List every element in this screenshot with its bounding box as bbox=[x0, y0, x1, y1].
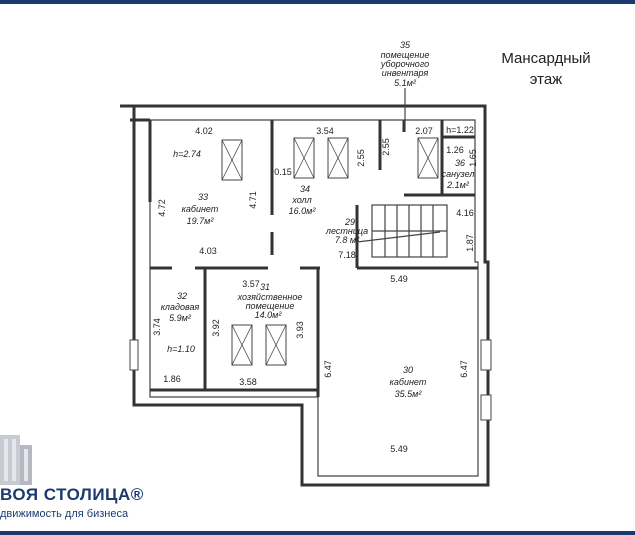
wall-window bbox=[129, 339, 139, 371]
room-31-name-2: помещение bbox=[246, 301, 295, 311]
roof-window bbox=[327, 137, 349, 179]
dim-label: h=1.22 bbox=[446, 125, 474, 135]
dim-label: 3.57 bbox=[242, 279, 260, 289]
room-30-name: кабинет bbox=[390, 377, 427, 387]
dim-label: 2.55 bbox=[381, 138, 391, 156]
dim-label: 5.49 bbox=[390, 444, 408, 454]
room-36-name: санузел bbox=[442, 169, 475, 179]
floor-title: Мансардный этаж bbox=[478, 48, 614, 90]
room-33-name: кабинет bbox=[182, 204, 219, 214]
room-35-number: 35 bbox=[400, 40, 411, 50]
dim-label: 3.58 bbox=[239, 377, 257, 387]
dim-label: 3.54 bbox=[316, 126, 334, 136]
room-29-number: 29 bbox=[344, 217, 355, 227]
roof-window bbox=[221, 139, 243, 181]
room-33-area: 19.7м² bbox=[187, 216, 215, 226]
room-32-name: кладовая bbox=[161, 302, 200, 312]
dim-label: 2.55 bbox=[356, 149, 366, 167]
room-34-area: 16.0м² bbox=[289, 206, 317, 216]
dim-label: 1.87 bbox=[465, 234, 475, 252]
dim-label: 6.47 bbox=[459, 360, 469, 378]
wall-window bbox=[480, 339, 492, 371]
room-30-number: 30 bbox=[403, 365, 413, 375]
dim-label: 4.16 bbox=[456, 208, 474, 218]
room-34-number: 34 bbox=[300, 184, 310, 194]
floor-title-line1: Мансардный bbox=[501, 50, 591, 67]
brand-name: ВОЯ СТОЛИЦА® bbox=[0, 485, 144, 504]
brand-tagline: движимость для бизнеса bbox=[0, 508, 129, 520]
outer-wall-inner-line bbox=[149, 119, 479, 477]
floor-title-line2: этаж bbox=[529, 71, 563, 88]
room-30-area: 35.5м² bbox=[395, 389, 423, 399]
dim-label: 3.92 bbox=[211, 319, 221, 337]
dim-label: 5.49 bbox=[390, 274, 408, 284]
brand-logo-icon bbox=[0, 435, 32, 485]
roof-window bbox=[293, 137, 315, 179]
dim-label: 0.15 bbox=[274, 167, 292, 177]
room-35-name-3: инвентаря bbox=[382, 68, 429, 78]
room-35-label: 35 помещение уборочного инвентаря 5.1м² bbox=[380, 40, 430, 130]
room-32-area: 5.9м² bbox=[169, 313, 192, 323]
dim-label: 1.65 bbox=[468, 149, 478, 167]
dim-label: h=1.10 bbox=[167, 344, 195, 354]
room-31-number: 31 bbox=[260, 282, 270, 292]
room-33-number: 33 bbox=[198, 192, 208, 202]
dim-label: 7.18 bbox=[338, 250, 356, 260]
roof-window bbox=[265, 324, 287, 366]
room-32-number: 32 bbox=[177, 291, 187, 301]
room-35-name-2: уборочного bbox=[380, 59, 429, 69]
top-border-bar bbox=[0, 0, 635, 4]
room-35-area: 5.1м² bbox=[394, 78, 417, 88]
dim-label: 3.93 bbox=[295, 321, 305, 339]
dim-label: h=2.74 bbox=[173, 149, 201, 159]
dim-label: 4.03 bbox=[199, 246, 217, 256]
dim-label: 4.72 bbox=[157, 199, 167, 217]
outer-wall bbox=[130, 104, 490, 487]
room-31-name-1: хозяйственное bbox=[237, 292, 303, 302]
room-29-area: 7.8 м² bbox=[335, 235, 360, 245]
staircase bbox=[356, 204, 448, 258]
wall-window bbox=[480, 394, 492, 421]
room-31-area: 14.0м² bbox=[255, 310, 283, 320]
bottom-border-bar bbox=[0, 531, 635, 535]
room-35-name-1: помещение bbox=[381, 50, 430, 60]
dim-label: 4.02 bbox=[195, 126, 213, 136]
dim-label: 1.86 bbox=[163, 374, 181, 384]
dim-label: 1.26 bbox=[446, 145, 464, 155]
room-34-name: холл bbox=[291, 195, 311, 205]
roof-window bbox=[231, 324, 253, 366]
room-36-area: 2.1м² bbox=[446, 180, 470, 190]
room-36-number: 36 bbox=[455, 158, 465, 168]
roof-window bbox=[417, 137, 439, 179]
room-29-name: лестница bbox=[325, 226, 368, 236]
dim-label: 6.47 bbox=[323, 360, 333, 378]
dim-label: 2.07 bbox=[415, 126, 433, 136]
dim-label: 4.71 bbox=[248, 191, 258, 209]
dim-label: 3.74 bbox=[152, 318, 162, 336]
